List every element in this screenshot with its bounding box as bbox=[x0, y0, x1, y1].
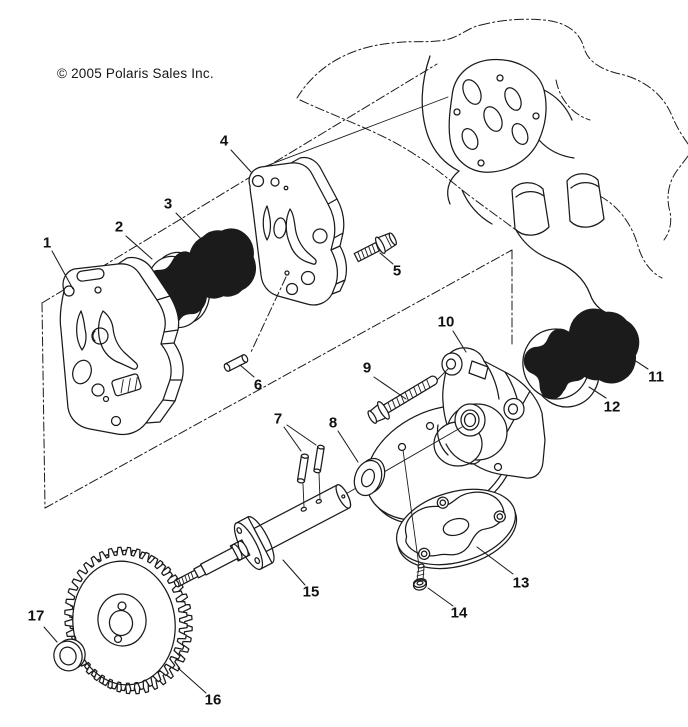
part-callout-6: 6 bbox=[253, 376, 263, 394]
crankcase-outline bbox=[296, 18, 688, 317]
part-callout-4: 4 bbox=[219, 132, 229, 150]
part-callout-16: 16 bbox=[204, 691, 222, 709]
part-7-dowel-pins bbox=[296, 444, 325, 508]
part-callout-1: 1 bbox=[42, 234, 52, 252]
part-1-pump-housing bbox=[59, 256, 184, 436]
part-17-washer-ring bbox=[53, 638, 86, 672]
part-callout-5: 5 bbox=[392, 262, 402, 280]
part-6-dowel-pin bbox=[223, 354, 249, 372]
part-4-pump-plate bbox=[248, 156, 347, 306]
part-callout-7: 7 bbox=[273, 410, 283, 428]
part-10-oil-pump-body bbox=[365, 347, 546, 529]
part-callout-17: 17 bbox=[27, 607, 45, 625]
part-9-flange-bolt-long bbox=[367, 375, 438, 424]
part-callout-3: 3 bbox=[163, 195, 173, 213]
part-callout-13: 13 bbox=[512, 574, 530, 592]
alignment-line-bolt-9 bbox=[435, 368, 449, 382]
alignment-line-plate-to-case bbox=[252, 96, 449, 172]
part-15-pump-shaft bbox=[173, 484, 352, 588]
leader-lines bbox=[43, 149, 649, 694]
part-callout-8: 8 bbox=[328, 414, 338, 432]
part-callout-9: 9 bbox=[362, 359, 372, 377]
alignment-line-pin-6 bbox=[250, 276, 287, 353]
part-callout-2: 2 bbox=[114, 218, 124, 236]
part-callout-14: 14 bbox=[450, 604, 468, 622]
copyright-notice: © 2005 Polaris Sales Inc. bbox=[57, 66, 214, 81]
part-callout-11: 11 bbox=[648, 368, 664, 386]
part-14-screw bbox=[412, 563, 428, 591]
part-callout-15: 15 bbox=[302, 583, 320, 601]
part-13-cover-plate bbox=[395, 488, 518, 570]
part-5-flange-bolt bbox=[353, 232, 397, 263]
alignment-line-screw-14 bbox=[402, 449, 420, 567]
part-callout-12: 12 bbox=[603, 398, 621, 416]
part-8-washer bbox=[353, 457, 386, 497]
part-11-inner-rotor bbox=[578, 322, 627, 371]
part-16-drive-gear bbox=[64, 546, 193, 695]
part-3-inner-rotor bbox=[201, 242, 244, 286]
diagram-frame bbox=[41, 63, 513, 509]
part-callout-10: 10 bbox=[437, 313, 455, 331]
